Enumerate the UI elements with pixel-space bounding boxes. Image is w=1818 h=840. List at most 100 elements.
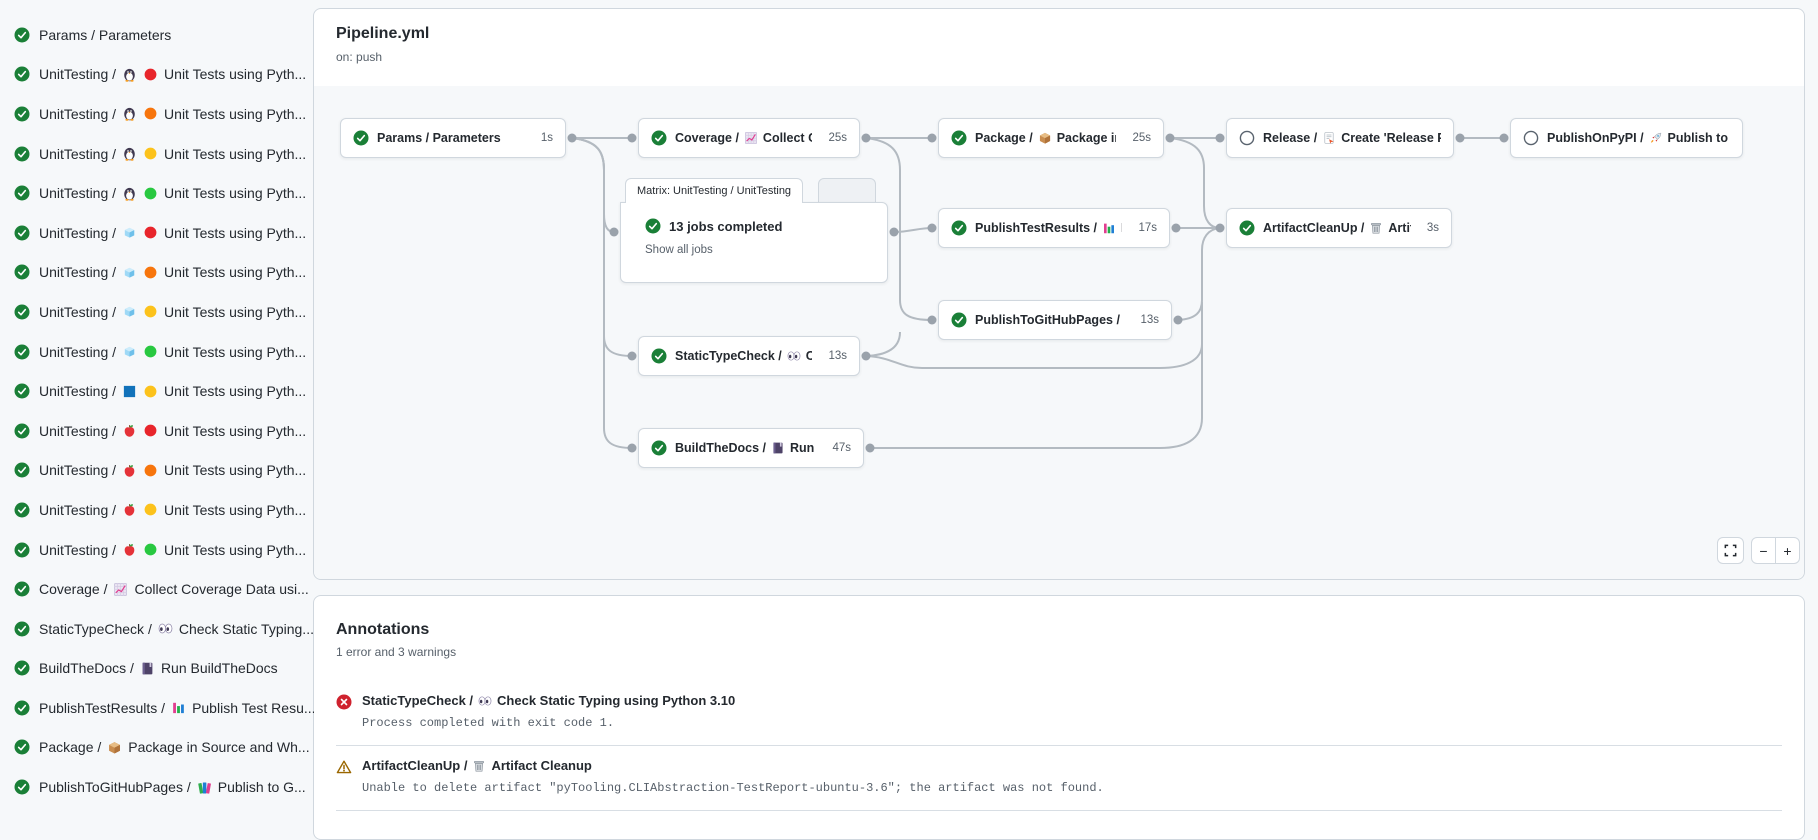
- status-success-icon: [14, 106, 30, 122]
- status-success-icon: [14, 621, 30, 637]
- book-icon: [140, 661, 155, 676]
- status-warning-icon: [336, 759, 352, 775]
- sidebar-job-item[interactable]: Coverage /Collect Coverage Data usi...: [14, 569, 314, 609]
- sidebar-job-item[interactable]: PublishToGitHubPages /Publish to G...: [14, 767, 314, 807]
- annotations-card: Annotations 1 error and 3 warnings Stati…: [313, 595, 1805, 840]
- node-coverage[interactable]: Coverage /Collect Cove... 25s: [638, 118, 860, 158]
- node-label: Params / Parameters: [377, 131, 501, 145]
- sidebar-job-item[interactable]: Params / Parameters: [14, 15, 314, 55]
- sidebar-job-item[interactable]: BuildTheDocs /Run BuildTheDocs: [14, 649, 314, 689]
- apple-icon: [122, 502, 137, 517]
- node-publish-gh-pages[interactable]: PublishToGitHubPages /...13s: [938, 300, 1172, 340]
- dot-yellow-icon: [143, 146, 158, 161]
- dot-red-icon: [143, 225, 158, 240]
- matrix-stack-tab: [818, 178, 876, 204]
- node-release[interactable]: Release /Create 'Release P...: [1226, 118, 1454, 158]
- node-artifact-cleanup[interactable]: ArtifactCleanUp /Artifac...3s: [1226, 208, 1452, 248]
- matrix-status-text: 13 jobs completed: [669, 218, 783, 234]
- chart-up-icon: [113, 582, 128, 597]
- status-success-icon: [14, 779, 30, 795]
- dot-yellow-icon: [143, 502, 158, 517]
- sidebar-job-item[interactable]: UnitTesting /Unit Tests using Pyth...: [14, 173, 314, 213]
- status-success-icon: [14, 660, 30, 676]
- node-publish-pypi[interactable]: PublishOnPyPI /Publish to ...: [1510, 118, 1743, 158]
- node-package[interactable]: Package /Package in So...25s: [938, 118, 1164, 158]
- sidebar-job-item[interactable]: StaticTypeCheck /Check Static Typing...: [14, 609, 314, 649]
- eyes-icon: [478, 694, 492, 708]
- node-duration: 25s: [828, 132, 847, 144]
- sidebar-job-item[interactable]: UnitTesting /Unit Tests using Pyth...: [14, 451, 314, 491]
- dot-green-icon: [143, 344, 158, 359]
- zoom-out-button[interactable]: −: [1759, 542, 1768, 559]
- sidebar-job-item[interactable]: UnitTesting /Unit Tests using Pyth...: [14, 332, 314, 372]
- status-success-icon: [353, 130, 369, 146]
- dot-green-icon: [143, 186, 158, 201]
- matrix-tab: Matrix: UnitTesting / UnitTesting: [625, 178, 804, 203]
- node-duration: 3s: [1426, 222, 1439, 234]
- annotation-message: Unable to delete artifact "pyTooling.CLI…: [362, 781, 1104, 795]
- sidebar-job-item[interactable]: UnitTesting /Unit Tests using Pyth...: [14, 253, 314, 293]
- sidebar-job-item[interactable]: UnitTesting /Unit Tests using Pyth...: [14, 134, 314, 174]
- annotation-title[interactable]: StaticTypeCheck /Check Static Typing usi…: [362, 693, 736, 708]
- annotations-list: StaticTypeCheck /Check Static Typing usi…: [336, 681, 1782, 811]
- sidebar-job-item[interactable]: UnitTesting /Unit Tests using Pyth...: [14, 411, 314, 451]
- dot-orange-icon: [143, 106, 158, 121]
- dot-orange-icon: [143, 265, 158, 280]
- sidebar-job-item[interactable]: PublishTestResults /Publish Test Resu...: [14, 688, 314, 728]
- eyes-icon: [787, 349, 801, 363]
- node-duration: 25s: [1132, 132, 1151, 144]
- rocket-icon: [1649, 131, 1663, 145]
- zoom-in-button[interactable]: +: [1775, 538, 1799, 563]
- show-all-jobs-link[interactable]: Show all jobs: [645, 244, 713, 256]
- sidebar-job-label: UnitTesting /Unit Tests using Pyth...: [39, 501, 307, 518]
- fullscreen-icon: [1723, 543, 1738, 558]
- node-params[interactable]: Params / Parameters 1s: [340, 118, 566, 158]
- apple-icon: [122, 423, 137, 438]
- status-success-icon: [14, 462, 30, 478]
- sidebar-job-label: UnitTesting /Unit Tests using Pyth...: [39, 462, 307, 479]
- node-duration: 1s: [540, 132, 553, 144]
- sidebar-job-item[interactable]: UnitTesting /Unit Tests using Pyth...: [14, 371, 314, 411]
- node-static-type-check[interactable]: StaticTypeCheck /Chec...13s: [638, 336, 860, 376]
- penguin-icon: [122, 106, 137, 122]
- sidebar-job-label: UnitTesting /Unit Tests using Pyth...: [39, 185, 307, 202]
- fullscreen-button[interactable]: [1717, 537, 1744, 564]
- ice-cube-icon: [122, 344, 137, 359]
- sidebar-job-label: UnitTesting /Unit Tests using Pyth...: [39, 343, 307, 360]
- annotation-message: Process completed with exit code 1.: [362, 716, 615, 730]
- node-label: BuildTheDocs /Run Buil...: [675, 441, 816, 455]
- sidebar-job-item[interactable]: UnitTesting /Unit Tests using Pyth...: [14, 292, 314, 332]
- sidebar-job-label: UnitTesting /Unit Tests using Pyth...: [39, 66, 307, 83]
- status-success-icon: [951, 312, 967, 328]
- node-publish-test-results[interactable]: PublishTestResults /Pu...17s: [938, 208, 1170, 248]
- status-success-icon: [651, 348, 667, 364]
- sidebar-job-item[interactable]: UnitTesting /Unit Tests using Pyth...: [14, 490, 314, 530]
- penguin-icon: [122, 146, 137, 161]
- sidebar-job-label: Coverage /Collect Coverage Data usi...: [39, 581, 309, 598]
- annotation-item-error: StaticTypeCheck /Check Static Typing usi…: [336, 681, 1782, 746]
- annotation-title[interactable]: ArtifactCleanUp /Artifact Cleanup: [362, 758, 592, 773]
- status-success-icon: [14, 542, 30, 558]
- ice-cube-icon: [122, 265, 137, 280]
- status-success-icon: [951, 130, 967, 146]
- node-label: Release /Create 'Release P...: [1263, 131, 1441, 145]
- status-error-icon: [336, 694, 352, 710]
- node-duration: 17s: [1138, 222, 1157, 234]
- status-success-icon: [651, 440, 667, 456]
- node-build-docs[interactable]: BuildTheDocs /Run Buil...47s: [638, 428, 864, 468]
- status-success-icon: [14, 581, 30, 597]
- dot-green-icon: [143, 542, 158, 557]
- sidebar-job-item[interactable]: UnitTesting /Unit Tests using Pyth...: [14, 530, 314, 570]
- node-label: Coverage /Collect Cove...: [675, 131, 812, 145]
- ice-cube-icon: [122, 225, 137, 240]
- dot-yellow-icon: [143, 304, 158, 319]
- sidebar-job-item[interactable]: UnitTesting /Unit Tests using Pyth...: [14, 94, 314, 134]
- sidebar-job-label: Package /Package in Source and Wh...: [39, 739, 310, 756]
- books-icon: [197, 780, 212, 795]
- node-label: PublishToGitHubPages /...: [975, 313, 1124, 327]
- sidebar-job-item[interactable]: UnitTesting /Unit Tests using Pyth...: [14, 213, 314, 253]
- sidebar-job-item[interactable]: UnitTesting /Unit Tests using Pyth...: [14, 55, 314, 95]
- sidebar-job-item[interactable]: Package /Package in Source and Wh...: [14, 728, 314, 768]
